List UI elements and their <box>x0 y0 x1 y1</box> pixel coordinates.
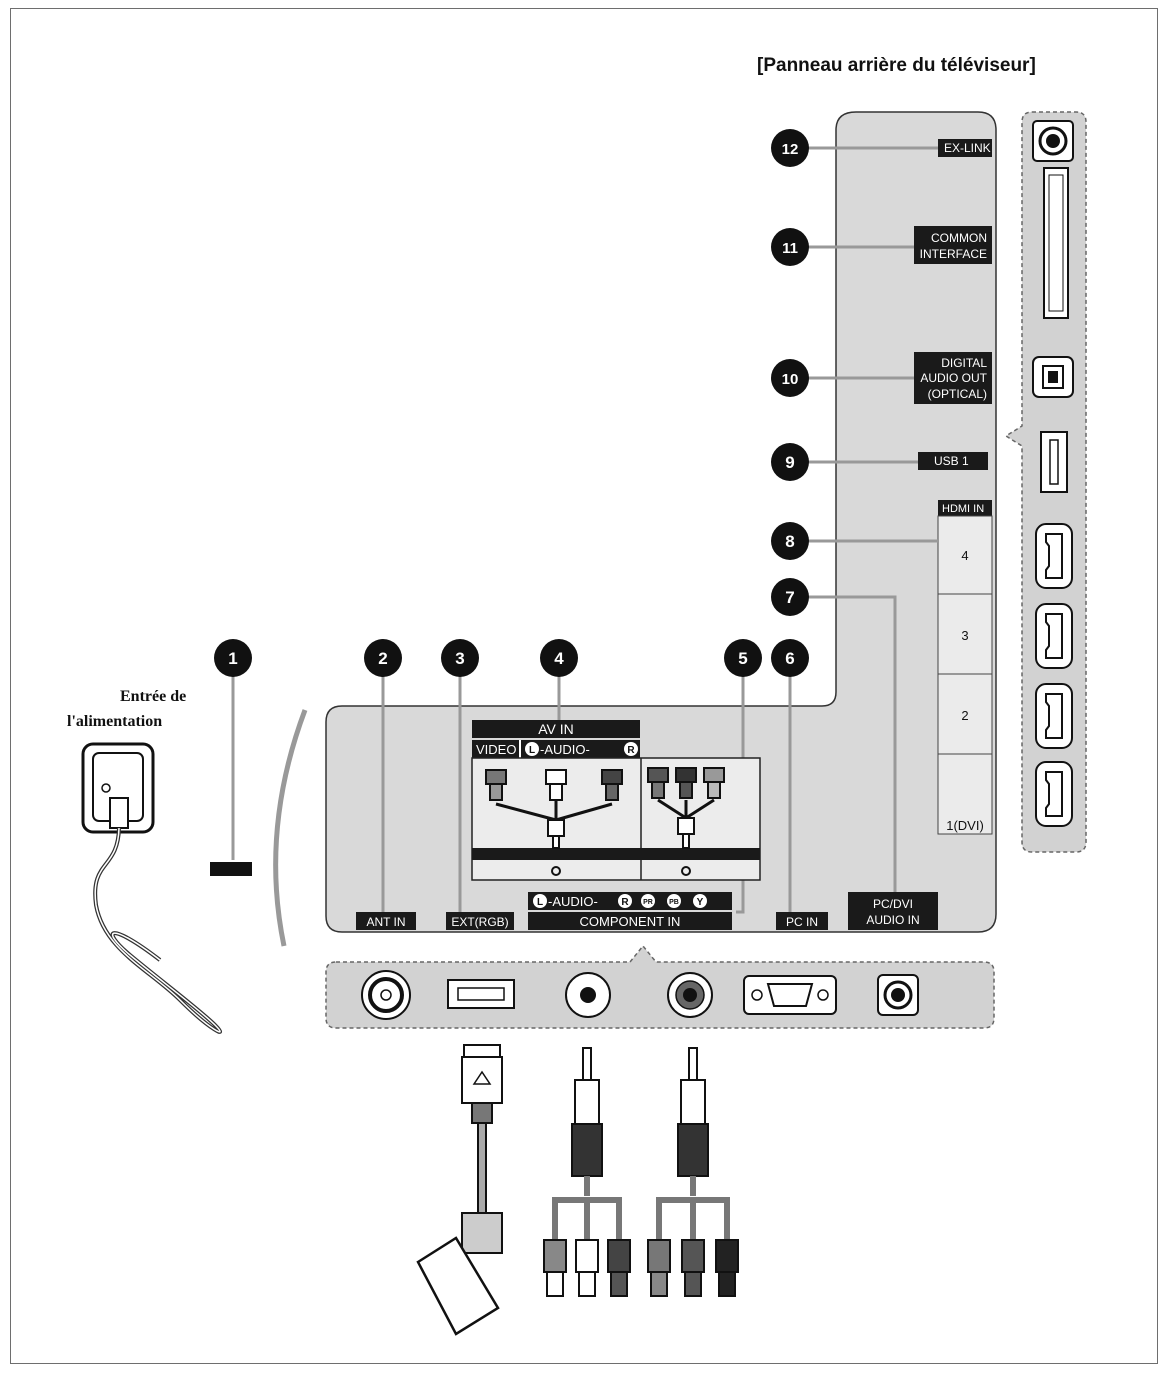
digital-audio-out-label-line1: DIGITAL <box>941 356 987 370</box>
ext-rgb-label-bg <box>446 912 514 930</box>
av-audio-l-label: L <box>529 745 535 756</box>
callouts <box>214 129 809 677</box>
component-pb-label: PB <box>669 899 679 906</box>
callout-8: 8 <box>785 532 794 551</box>
callout-3: 3 <box>455 649 464 668</box>
callout-5: 5 <box>738 649 747 668</box>
hdmi-in-label: HDMI IN <box>942 503 984 515</box>
av-composite-plugs-icon <box>485 769 623 876</box>
av-audio-r-label: R <box>627 745 635 756</box>
callout-6: 6 <box>785 649 794 668</box>
side-port-hdmi-1 <box>1035 761 1073 827</box>
digital-audio-out-label-line2: AUDIO OUT <box>920 371 987 385</box>
ex-link-label-bg <box>938 139 992 157</box>
power-input-label-line2: l'alimentation <box>67 713 162 730</box>
pc-in-label: PC IN <box>786 915 818 929</box>
hdmi-port-labels <box>937 515 993 835</box>
hdmi-port-1-label: 1(DVI) <box>946 818 984 833</box>
digital-audio-out-label-line3: (OPTICAL) <box>928 387 987 401</box>
hdmi-in-label-bg <box>938 500 992 516</box>
composite-cable-icon <box>543 1047 631 1297</box>
component-in-label-bg <box>528 912 732 930</box>
component-audio-r-label: R <box>621 897 629 908</box>
power-input-bar <box>210 862 252 876</box>
usb-label-bg <box>918 452 988 470</box>
panel-edge-curve <box>273 709 308 947</box>
callout-11: 11 <box>782 240 798 257</box>
component-audio-label: -AUDIO- <box>548 894 598 909</box>
ant-in-label: ANT IN <box>366 915 405 929</box>
callout-2: 2 <box>378 649 387 668</box>
pc-dvi-audio-in-label-bg <box>848 892 938 930</box>
common-interface-label-line1: COMMON <box>931 231 987 245</box>
page-frame <box>10 8 1158 1364</box>
pc-dvi-audio-in-label-line2: AUDIO IN <box>866 913 919 927</box>
bottom-port-scart <box>447 979 515 1009</box>
bottom-port-av-audio-jack <box>565 972 611 1018</box>
av-audio-label: -AUDIO- <box>540 742 590 757</box>
side-port-hdmi-4 <box>1035 523 1073 589</box>
pc-dvi-audio-in-label-line1: PC/DVI <box>873 897 913 911</box>
common-interface-label-bg <box>914 226 992 264</box>
video-label: VIDEO <box>476 742 516 757</box>
power-socket-icon <box>81 742 222 1034</box>
digital-audio-out-label-bg <box>914 352 992 404</box>
av-in-label: AV IN <box>538 721 574 737</box>
bottom-port-vga <box>743 975 837 1015</box>
component-plugs-icon <box>647 767 725 876</box>
side-port-ex-link-jack <box>1032 120 1074 162</box>
component-in-label: COMPONENT IN <box>580 914 681 929</box>
component-cable-icon <box>647 1047 739 1297</box>
av-in-header-bg <box>472 720 640 738</box>
hdmi-port-4-label: 4 <box>961 548 968 563</box>
bottom-port-component-audio-jack <box>667 972 713 1018</box>
callout-9: 9 <box>785 453 794 472</box>
ant-in-label-bg <box>356 912 416 930</box>
component-y-label: Y <box>697 897 704 908</box>
ex-link-label: EX-LINK <box>944 141 991 155</box>
panel-title: [Panneau arrière du téléviseur] <box>757 55 1036 76</box>
hdmi-port-3-label: 3 <box>961 628 968 643</box>
power-input-label-line1: Entrée de <box>120 688 186 705</box>
side-port-optical-jack <box>1032 356 1074 398</box>
callout-10: 10 <box>782 371 799 388</box>
ext-rgb-label: EXT(RGB) <box>451 915 508 929</box>
callout-1: 1 <box>228 649 237 668</box>
side-port-usb <box>1040 431 1068 493</box>
av-in-subheader-bg <box>472 740 640 758</box>
callout-7: 7 <box>785 588 794 607</box>
bottom-port-pc-audio-jack <box>877 974 919 1016</box>
hdmi-port-2-label: 2 <box>961 708 968 723</box>
callout-leader-lines <box>231 146 938 914</box>
scart-cable-icon <box>416 1044 503 1336</box>
callout-4: 4 <box>554 649 564 668</box>
side-port-common-interface-slot <box>1043 167 1069 319</box>
usb-label: USB 1 <box>934 454 969 468</box>
component-pr-label: PR <box>643 899 653 906</box>
pc-in-label-bg <box>776 912 828 930</box>
bottom-port-antenna <box>361 970 411 1020</box>
side-port-hdmi-2 <box>1035 683 1073 749</box>
common-interface-label-line2: INTERFACE <box>920 247 987 261</box>
side-port-hdmi-3 <box>1035 603 1073 669</box>
component-audio-l-label: L <box>537 897 543 908</box>
callout-12: 12 <box>782 141 799 158</box>
